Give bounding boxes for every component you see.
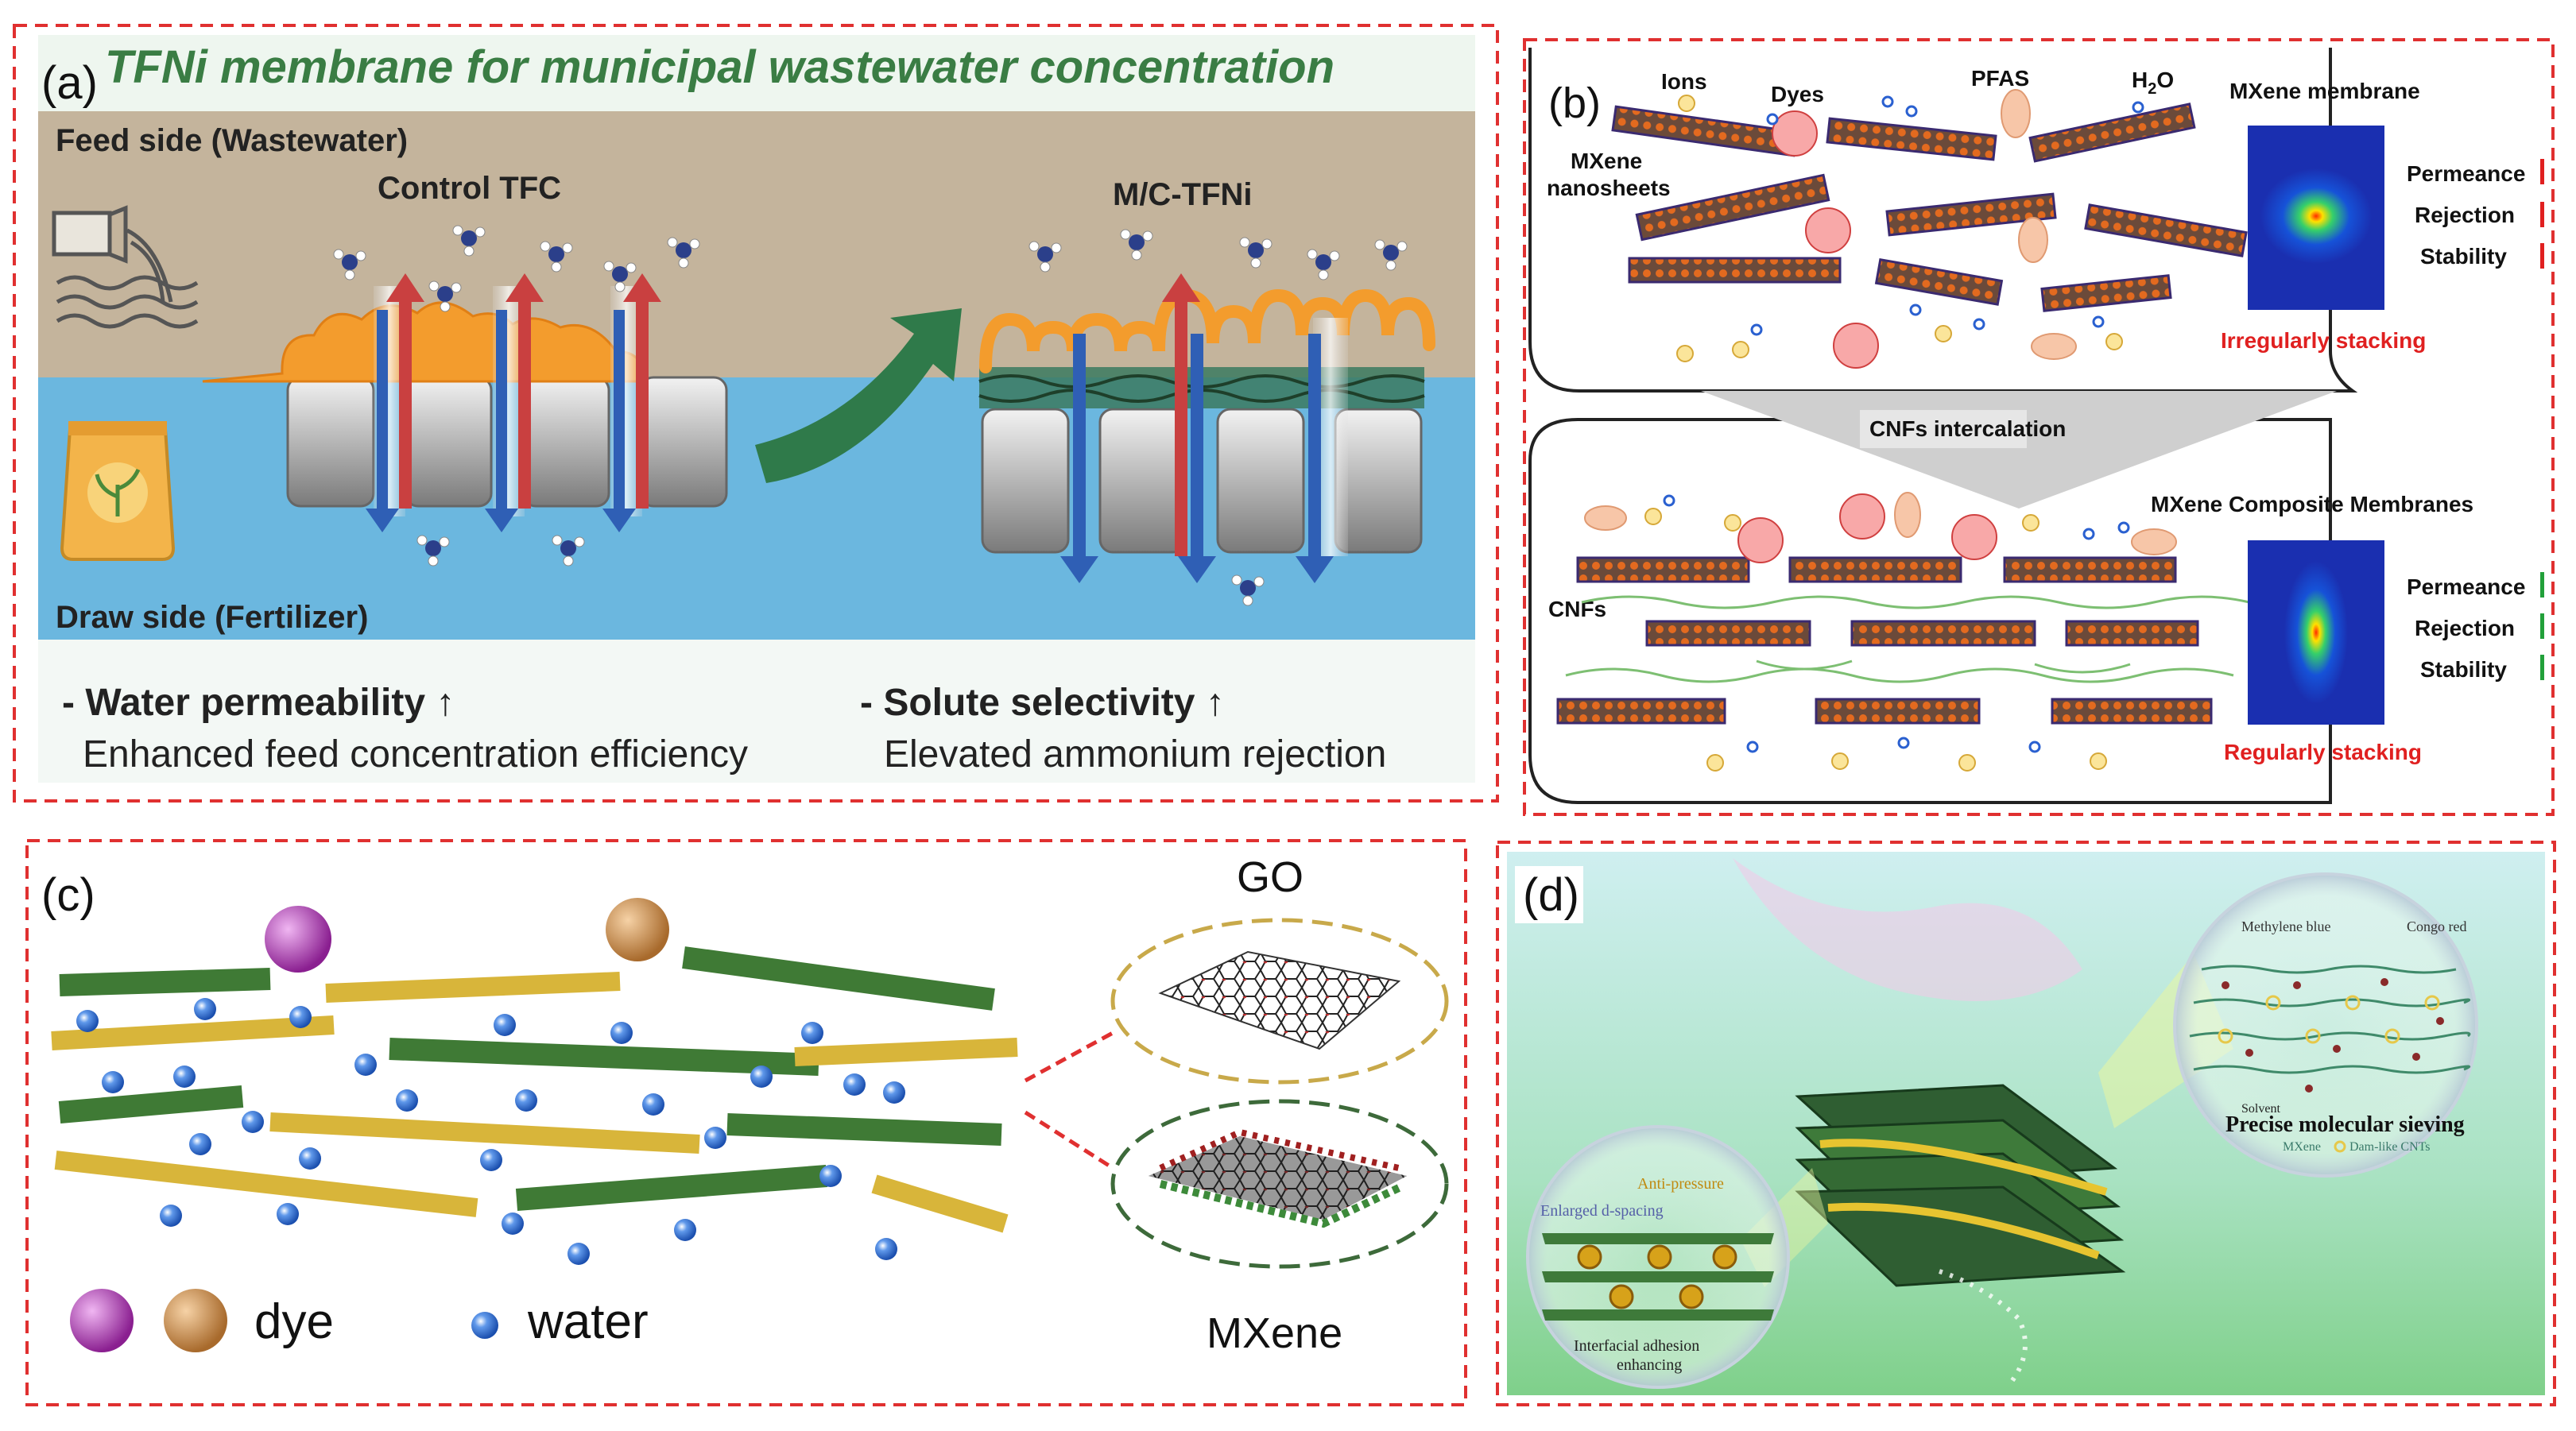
mxene-composite-title: MXene Composite Membranes — [2151, 492, 2473, 516]
fertilizer-bag-icon — [60, 421, 176, 561]
water-permeability-title: - Water permeability ↑ — [62, 682, 455, 724]
go-sheet — [1158, 950, 1401, 1050]
control-water-arrows — [366, 310, 636, 532]
panel-c-letter: (c) — [41, 869, 95, 921]
legend-orange-dye-icon — [164, 1289, 227, 1352]
cnfs-label: CNFs — [1548, 597, 1606, 621]
panel-b-letter: (b) — [1548, 79, 1601, 127]
mxene-membrane-title: MXene membrane — [2229, 79, 2420, 103]
congo-red-label: Congo red — [2407, 919, 2467, 934]
wastewater-pipe-icon — [52, 205, 199, 329]
go-label: GO — [1237, 853, 1303, 901]
panel-a-lower-area — [38, 640, 1475, 783]
ammonium-molecules — [333, 225, 1408, 606]
methylene-blue-label: Methylene blue — [2241, 919, 2330, 934]
zoom-line-mxene — [1024, 1110, 1114, 1170]
panel-b-bottom-particles — [1584, 492, 2177, 772]
panel-d-letter: (d) — [1523, 869, 1579, 921]
feed-side-region — [38, 111, 1475, 377]
dyes-label: Dyes — [1771, 82, 1824, 106]
panel-d: (d) Methylene blue Congo red — [1496, 841, 2556, 1406]
mtfni-water-arrows — [1060, 334, 1334, 583]
mxene-structure — [1149, 1128, 1407, 1228]
pink-haze — [1733, 858, 2082, 1001]
panel-a-title-area — [38, 35, 1475, 111]
anti-pressure-label: Anti-pressure — [1637, 1175, 1724, 1193]
regular-nanosheets — [1556, 556, 2213, 725]
legend-water-icon — [471, 1312, 498, 1339]
control-tfc-label: Control TFC — [378, 171, 561, 206]
bottom-rejection: Rejection — [2415, 616, 2515, 640]
sieving-zoom-bubble — [2173, 872, 2478, 1178]
mxene-nanosheets-label-1: MXene — [1571, 149, 1642, 173]
solvent-label: Solvent — [2241, 1102, 2280, 1116]
zoom-line-go — [1024, 1031, 1114, 1083]
draw-side-label: Draw side (Fertilizer) — [56, 600, 368, 635]
panel-a: (a) TFNi membrane for municipal wastewat… — [13, 24, 1499, 803]
dye-molecules-bubble — [2222, 978, 2444, 1093]
panel-c: (c) GO — [25, 839, 1467, 1406]
irregular-nanosheets — [1611, 102, 2248, 312]
ions-label: Ions — [1661, 69, 1707, 94]
interfacial-adhesion-label-2: enhancing — [1617, 1356, 1682, 1374]
mxene-label: MXene — [1207, 1309, 1342, 1357]
mxene-legend-label: MXene — [2283, 1140, 2321, 1154]
panel-b-bottom-box — [1528, 418, 2332, 804]
panel-a-title: TFNi membrane for municipal wastewater c… — [105, 41, 1334, 93]
bottom-stability: Stability — [2420, 657, 2507, 682]
mtfni-polyamide-layer — [979, 288, 1435, 373]
panel-b-top-particles — [1676, 89, 2144, 369]
xrd-ring-regular — [2284, 561, 2348, 704]
water-permeability-text: Enhanced feed concentration efficiency — [83, 733, 748, 775]
legend-purple-dye-icon — [70, 1289, 134, 1352]
panel-a-frame — [13, 24, 1499, 803]
cnf-fibers — [1565, 595, 2250, 683]
panel-b: CNFs intercalation (b) Ions Dyes PFAS H2… — [1523, 38, 2555, 816]
irregular-stacking-label: Irregularly stacking — [2221, 328, 2426, 353]
top-permeance: Permeance — [2407, 161, 2525, 186]
interfacial-adhesion-label-1: Interfacial adhesion — [1574, 1337, 1699, 1355]
top-stability: Stability — [2420, 244, 2507, 269]
cnt-legend-label: Dam-like CNTs — [2349, 1140, 2431, 1154]
control-ammonium-arrows — [386, 273, 661, 509]
cnt-legend-icon — [2334, 1140, 2346, 1153]
feed-side-label: Feed side (Wastewater) — [56, 123, 408, 158]
orange-dye-molecule — [606, 898, 669, 961]
panel-a-letter: (a) — [41, 57, 98, 109]
membrane-sheets — [51, 946, 1018, 1233]
solute-selectivity-title: - Solute selectivity ↑ — [860, 682, 1225, 724]
purple-dye-molecule — [265, 906, 331, 973]
precise-sieving-label: Precise molecular sieving — [2225, 1112, 2465, 1137]
cnt-rings-bubble — [2218, 995, 2440, 1044]
decrease-arrows — [2540, 159, 2544, 269]
top-rejection: Rejection — [2415, 203, 2515, 227]
panel-b-frame — [1523, 38, 2555, 816]
panel-c-frame — [25, 839, 1467, 1406]
intercalation-label-bg — [1860, 410, 2027, 448]
enlarged-spacing-label: Enlarged d-spacing — [1540, 1202, 1664, 1220]
improvement-arrow — [755, 308, 962, 483]
panel-d-frame — [1496, 841, 2556, 1406]
mxene-nanosheets-label-2: nanosheets — [1547, 176, 1671, 200]
mtfni-ammonium-arrow — [1162, 273, 1200, 556]
panel-b-letter-bg — [1542, 76, 1606, 129]
xrd-ring-irregular — [2260, 168, 2372, 264]
increase-arrows — [2540, 572, 2544, 680]
bottom-permeance: Permeance — [2407, 574, 2525, 599]
cnfs-intercalation-label: CNFs intercalation — [1869, 416, 2066, 441]
regular-stacking-label: Regularly stacking — [2224, 740, 2422, 764]
adhesion-layers — [1542, 1233, 1774, 1321]
layered-membrane-stack — [1795, 1084, 2126, 1384]
solute-selectivity-text: Elevated ammonium rejection — [884, 733, 1386, 775]
water-molecules — [76, 998, 905, 1265]
control-polyamide-layer — [202, 301, 646, 383]
panel-d-letter-bg — [1515, 866, 1583, 923]
pfas-label: PFAS — [1971, 66, 2029, 91]
legend-water-label: water — [527, 1294, 649, 1349]
h2o-label: H2O — [2132, 68, 2174, 98]
legend-dye-label: dye — [254, 1294, 334, 1349]
mtfni-label: M/C-TFNi — [1113, 177, 1253, 212]
